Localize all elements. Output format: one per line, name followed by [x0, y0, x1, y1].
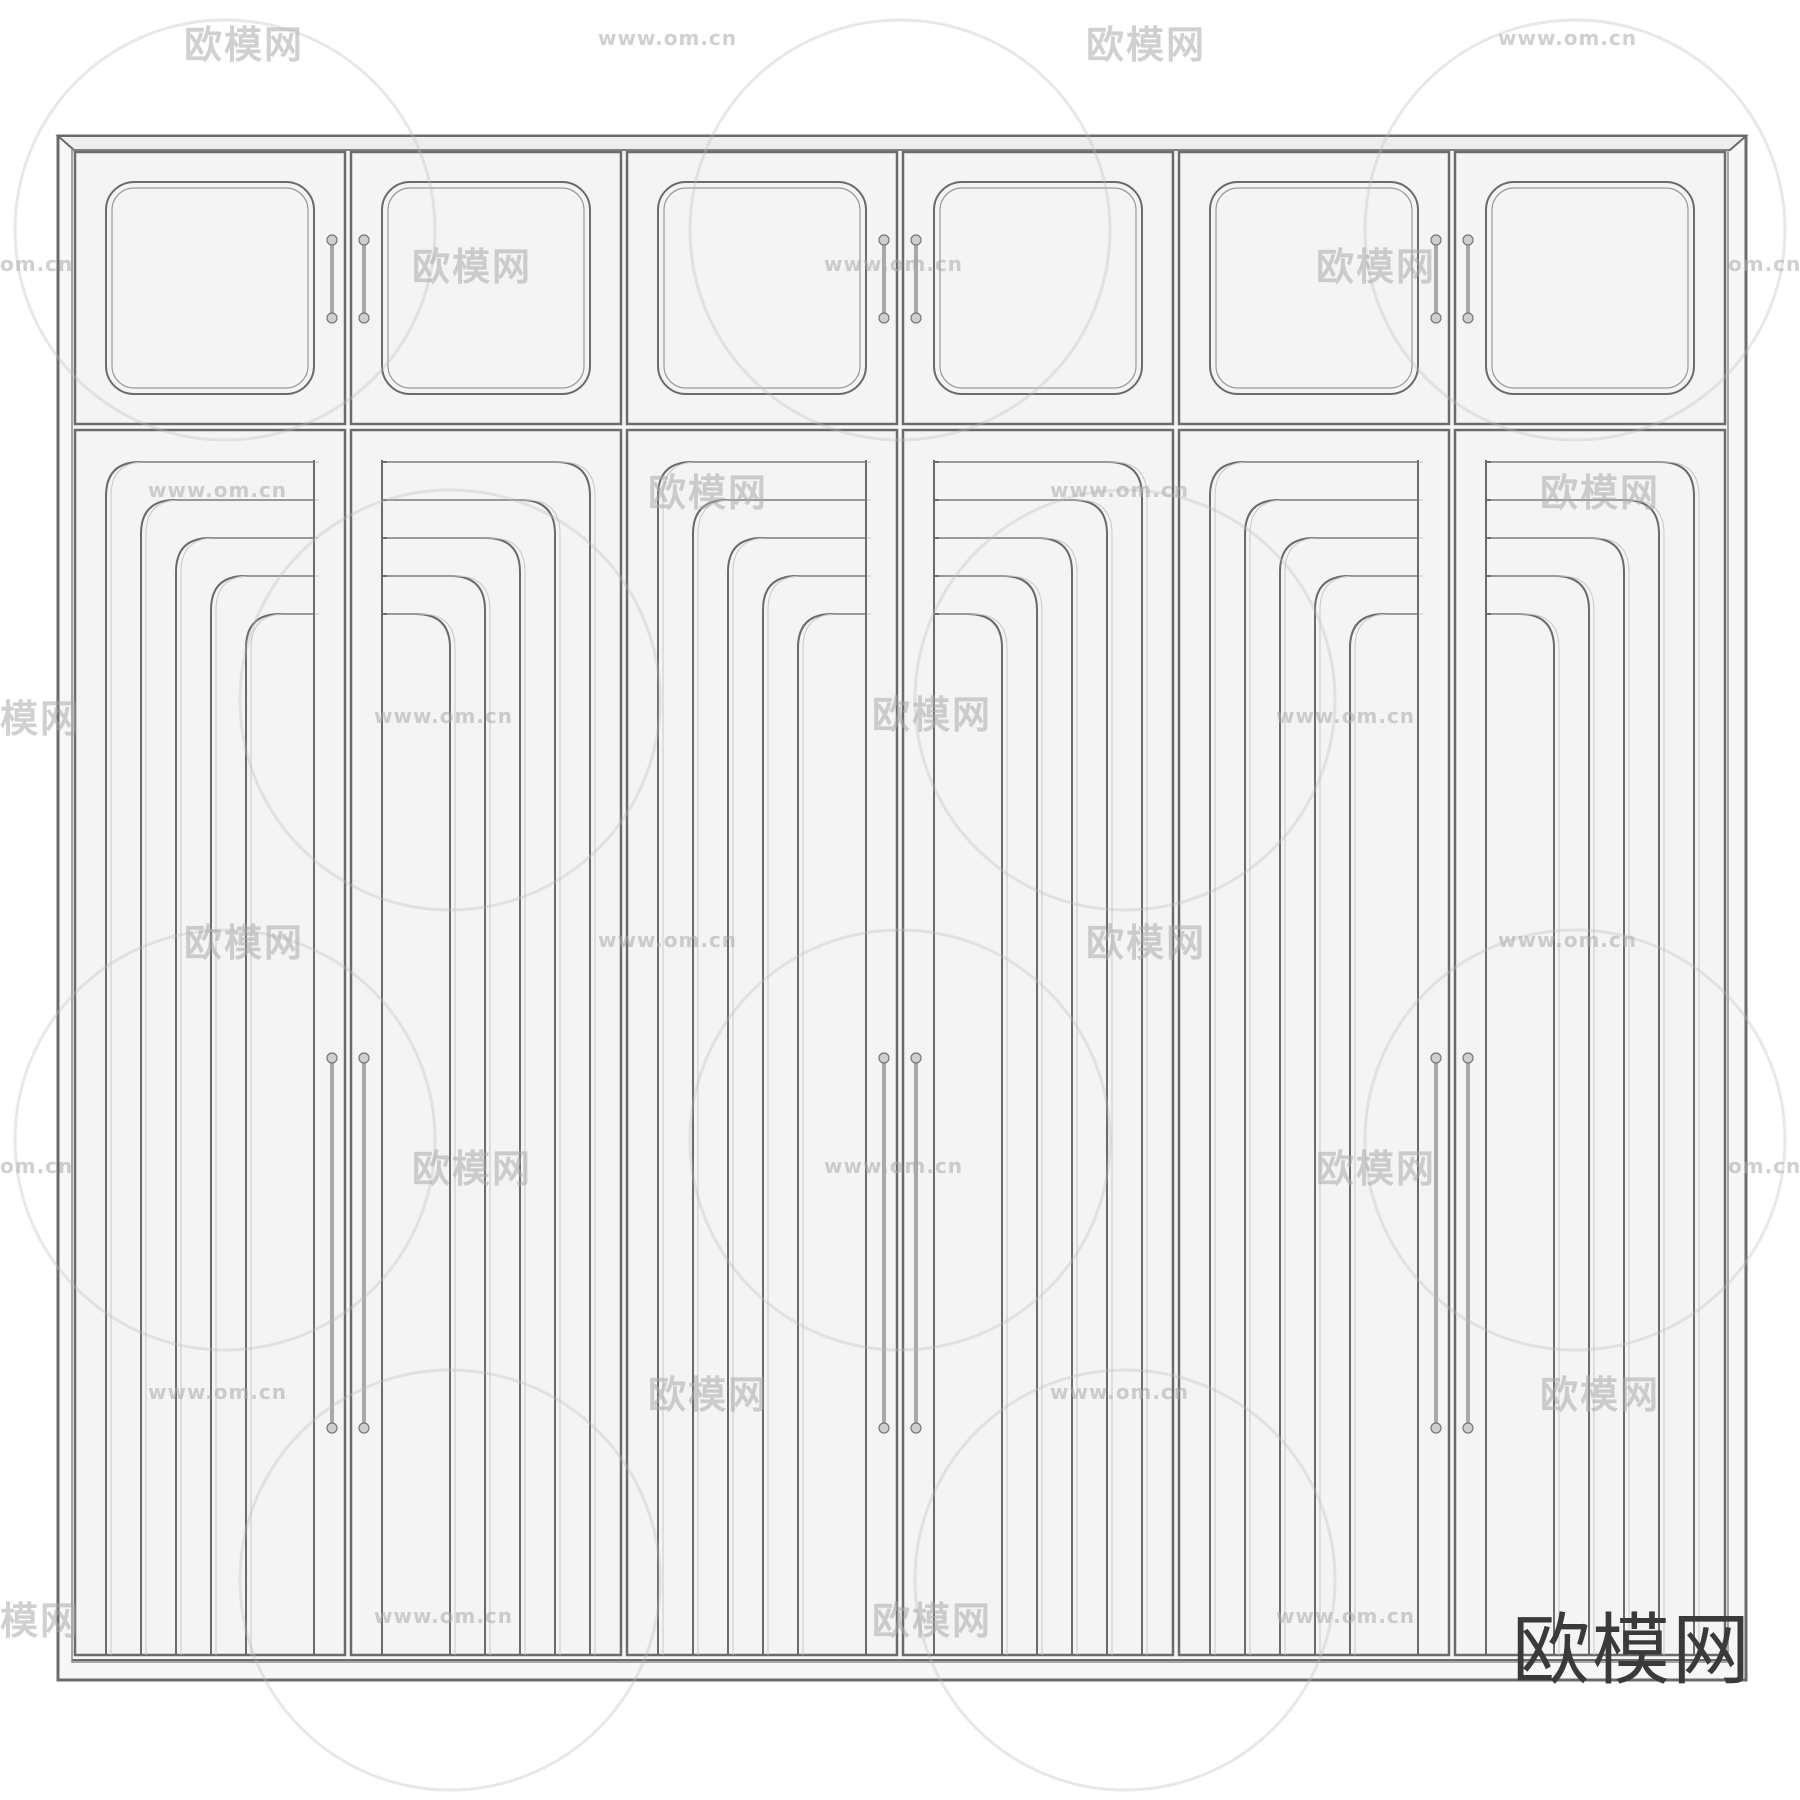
- top-cornice: [55, 135, 1749, 151]
- corner-logo-text: 欧模网: [1512, 1606, 1753, 1696]
- handle-knob: [1462, 1422, 1474, 1434]
- handle-knob: [878, 1422, 890, 1434]
- door-arch-groove-shadow: [387, 499, 561, 1655]
- handle-knob: [878, 312, 890, 324]
- upper-door: [73, 150, 347, 426]
- handle-knob: [358, 1052, 370, 1064]
- door-arch-groove-shadow: [387, 461, 596, 1655]
- lower-door-row: [73, 428, 1727, 1657]
- watermark-circle: [1363, 928, 1787, 1352]
- door-arch-groove-shadow: [1491, 613, 1560, 1655]
- door-arch-groove-shadow: [1491, 575, 1595, 1655]
- upper-door-panel-moulding: [1485, 181, 1695, 395]
- handle-knob: [1462, 1052, 1474, 1064]
- watermark-circle: [13, 18, 437, 442]
- watermark-circle: [1363, 18, 1787, 442]
- door-arch-groove-shadow: [215, 575, 319, 1655]
- handle-knob: [910, 1422, 922, 1434]
- door-arch-groove-shadow: [939, 461, 1148, 1655]
- door-arch-groove-shadow: [1491, 461, 1700, 1655]
- door-arch-groove-shadow: [1319, 575, 1423, 1655]
- handle-knob: [1462, 234, 1474, 246]
- door-arch-groove-shadow: [1491, 537, 1630, 1655]
- door-arch-groove-shadow: [1354, 613, 1423, 1655]
- handle-knob: [878, 234, 890, 246]
- upper-door-panel-moulding: [657, 181, 867, 395]
- handle-knob: [1430, 1422, 1442, 1434]
- door-arch-groove-shadow: [387, 613, 456, 1655]
- upper-door-panel-inner: [663, 187, 861, 389]
- handle-knob: [1462, 312, 1474, 324]
- handle-knob: [1430, 312, 1442, 324]
- door-arch-groove-shadow: [732, 537, 871, 1655]
- handle-knob: [910, 1052, 922, 1064]
- handle-knob: [326, 1052, 338, 1064]
- upper-door-panel-inner: [1215, 187, 1413, 389]
- upper-door: [901, 150, 1175, 426]
- upper-door-panel-inner: [387, 187, 585, 389]
- handle-knob: [878, 1052, 890, 1064]
- watermark-circle: [13, 928, 437, 1352]
- door-arch-groove-shadow: [387, 537, 526, 1655]
- door-arch-groove-shadow: [1491, 499, 1665, 1655]
- door-arch-groove-shadow: [802, 613, 871, 1655]
- handle-knob: [358, 312, 370, 324]
- door-arch-groove-shadow: [939, 537, 1078, 1655]
- door-arch-groove-shadow: [387, 575, 491, 1655]
- upper-door: [1177, 150, 1451, 426]
- upper-door: [1453, 150, 1727, 426]
- door-arch-groove-shadow: [939, 613, 1008, 1655]
- upper-door-panel-moulding: [1209, 181, 1419, 395]
- watermark-circle: [238, 488, 662, 912]
- door-arch-groove-shadow: [1214, 461, 1423, 1655]
- door-arch-groove-shadow: [1249, 499, 1423, 1655]
- watermark-circle: [913, 1368, 1337, 1792]
- upper-door: [625, 150, 899, 426]
- upper-door-panel-moulding: [933, 181, 1143, 395]
- watermark-circle: [688, 928, 1112, 1352]
- upper-door-panel-inner: [939, 187, 1137, 389]
- door-arch-groove-shadow: [1284, 537, 1423, 1655]
- door-arch-groove-shadow: [180, 537, 319, 1655]
- upper-cabinet-row: [73, 150, 1727, 426]
- door-arch-groove-shadow: [145, 499, 319, 1655]
- door-arch-groove-shadow: [662, 461, 871, 1655]
- door-arch-groove-shadow: [697, 499, 871, 1655]
- watermark-circle: [238, 1368, 662, 1792]
- upper-door: [349, 150, 623, 426]
- upper-door-panel-inner: [111, 187, 309, 389]
- handle-knob: [910, 234, 922, 246]
- upper-door-panel-moulding: [381, 181, 591, 395]
- door-arch-groove-shadow: [939, 499, 1113, 1655]
- door-arch-groove-shadow: [110, 461, 319, 1655]
- handle-knob: [358, 234, 370, 246]
- handle-knob: [326, 1422, 338, 1434]
- door-handles: [326, 234, 1474, 1434]
- door-arch-groove-shadow: [250, 613, 319, 1655]
- door-arch-groove-shadow: [939, 575, 1043, 1655]
- handle-knob: [326, 234, 338, 246]
- watermark-circles: [13, 18, 1787, 1792]
- handle-knob: [1430, 234, 1442, 246]
- handle-knob: [326, 312, 338, 324]
- upper-door-panel-moulding: [105, 181, 315, 395]
- door-arch-groove-shadow: [767, 575, 871, 1655]
- watermark-circle: [688, 18, 1112, 442]
- handle-knob: [910, 312, 922, 324]
- watermark-circle: [913, 488, 1337, 912]
- inner-frame: [71, 149, 1729, 1663]
- handle-knob: [1430, 1052, 1442, 1064]
- handle-knob: [358, 1422, 370, 1434]
- upper-door-panel-inner: [1491, 187, 1689, 389]
